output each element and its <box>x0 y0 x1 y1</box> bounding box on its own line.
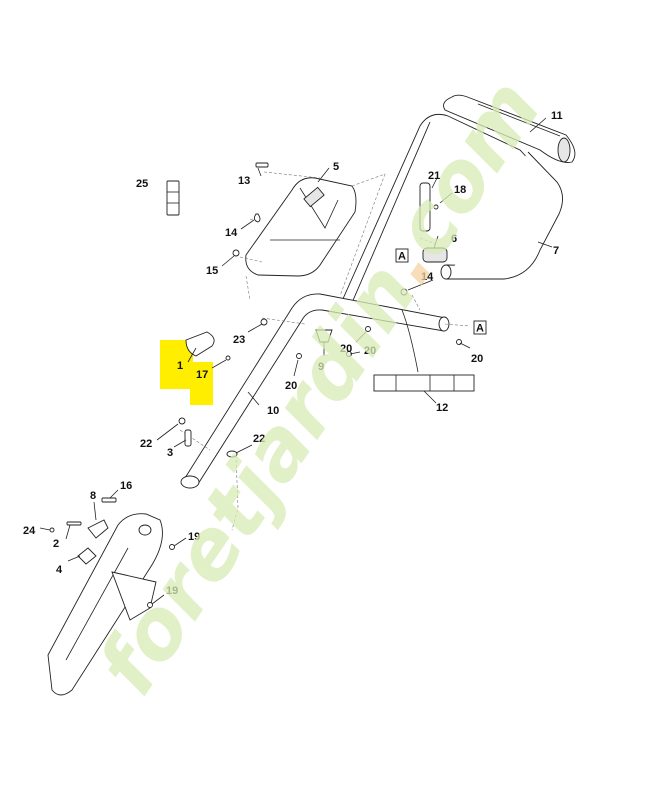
callout-20-b: 20 <box>364 345 376 357</box>
callout-23: 23 <box>233 334 245 346</box>
callout-12: 12 <box>436 402 448 414</box>
callout-22-left: 22 <box>140 438 152 450</box>
marker-a-lower: A <box>473 320 487 335</box>
callout-11: 11 <box>551 110 563 122</box>
callout-19-lower: 19 <box>166 585 178 597</box>
callout-7: 7 <box>553 245 559 257</box>
marker-a-upper: A <box>395 248 409 263</box>
cover-part-5 <box>245 177 357 277</box>
callout-25: 25 <box>136 178 148 190</box>
callout-15: 15 <box>206 265 218 277</box>
watermark-part1: foretjardin <box>80 247 436 712</box>
callout-8: 8 <box>90 490 96 502</box>
callout-22-right: 22 <box>253 433 265 445</box>
svg-text:A: A <box>398 251 406 263</box>
callout-14-left: 14 <box>225 227 238 239</box>
callout-18: 18 <box>454 184 466 196</box>
callout-4: 4 <box>56 564 63 576</box>
callout-2: 2 <box>53 538 59 550</box>
svg-text:A: A <box>476 323 484 335</box>
callout-3: 3 <box>167 447 173 459</box>
callout-10: 10 <box>267 405 279 417</box>
hinge-bracket <box>47 513 163 696</box>
callout-6: 6 <box>451 233 457 245</box>
lower-handle-part-10 <box>180 293 450 489</box>
callout-labels: 11 5 21 18 25 13 14 6 7 15 14 23 20 20 1… <box>23 110 563 597</box>
callout-5: 5 <box>333 161 339 173</box>
leader-lines <box>39 117 553 605</box>
callout-20-a: 20 <box>340 343 352 355</box>
callout-14-right: 14 <box>421 271 434 283</box>
callout-19-upper: 19 <box>188 531 200 543</box>
cable-part-12 <box>401 309 419 373</box>
callout-13: 13 <box>238 175 250 187</box>
callout-17: 17 <box>196 369 208 381</box>
callout-9: 9 <box>318 361 324 373</box>
upper-handle-part-7 <box>337 113 563 313</box>
watermark-text: foretjardin.com <box>80 63 560 711</box>
callout-1: 1 <box>177 360 183 372</box>
callout-21: 21 <box>428 170 440 182</box>
callout-20-d: 20 <box>285 380 297 392</box>
callout-16: 16 <box>120 480 132 492</box>
callout-20-c: 20 <box>471 353 483 365</box>
small-parts <box>49 162 475 608</box>
callout-24: 24 <box>23 525 36 537</box>
grip-bar-part-11 <box>443 94 576 163</box>
